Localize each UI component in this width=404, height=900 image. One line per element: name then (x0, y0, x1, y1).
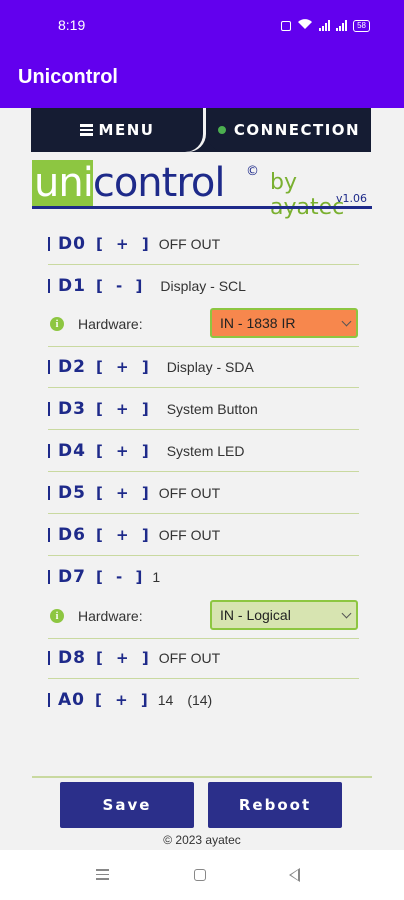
pin-row-d4[interactable]: D4 [ + ] System LED (48, 431, 359, 472)
pin-toggle[interactable]: [ + ] (95, 235, 153, 253)
hardware-select-d7[interactable]: IN - Logical (210, 600, 358, 630)
pin-toggle[interactable]: [ + ] (95, 400, 153, 418)
nfc-icon (281, 20, 292, 31)
pin-row-d6[interactable]: D6 [ + ] OFF OUT (48, 515, 359, 556)
chevron-down-icon (341, 608, 352, 619)
pin-label: 1 (152, 569, 161, 585)
unicontrol-logo: unicontrol © by ayatec v1.06 (32, 160, 372, 220)
pin-row-d1[interactable]: D1 [ - ] Display - SCL (48, 266, 359, 306)
save-button[interactable]: Save (60, 782, 194, 828)
pin-label: Display - SDA (166, 359, 254, 375)
status-bar: 8:19 58 (0, 0, 404, 48)
pin-row-d7[interactable]: D7 [ - ] 1 (48, 557, 359, 597)
pin-label: System Button (166, 401, 258, 417)
pin-toggle[interactable]: [ - ] (95, 568, 147, 586)
footer-divider (32, 776, 372, 778)
hardware-row-d7: i Hardware: IN - Logical (50, 600, 362, 632)
hardware-select-d1[interactable]: IN - 1838 IR (210, 308, 358, 338)
pin-row-d5[interactable]: D5 [ + ] OFF OUT (48, 473, 359, 514)
battery-icon: 58 (353, 19, 370, 32)
logo-underline (32, 206, 372, 209)
signal-icon-2 (336, 20, 348, 31)
app-bar: Unicontrol (0, 48, 404, 108)
pin-name: D3 (58, 399, 86, 419)
connection-label: CONNECTION (233, 121, 361, 139)
pin-name: D6 (58, 525, 86, 545)
home-icon[interactable] (194, 869, 206, 881)
connection-button[interactable]: CONNECTION (207, 108, 371, 152)
pin-row-d3[interactable]: D3 [ + ] System Button (48, 389, 359, 430)
status-time: 8:19 (58, 17, 86, 33)
info-icon: i (50, 609, 64, 623)
pin-row-d2[interactable]: D2 [ + ] Display - SDA (48, 347, 359, 388)
pin-name: D1 (58, 276, 86, 296)
pin-toggle[interactable]: [ + ] (95, 526, 153, 544)
pin-label: OFF OUT (158, 485, 221, 501)
top-nav: MENU CONNECTION (31, 108, 371, 152)
signal-icon (319, 20, 331, 31)
pin-name: D5 (58, 483, 86, 503)
pin-toggle[interactable]: [ + ] (95, 484, 153, 502)
pin-label: 14 (157, 692, 174, 708)
pin-name: D4 (58, 441, 86, 461)
pin-label: OFF OUT (158, 236, 221, 252)
system-nav-bar (0, 850, 404, 900)
status-icons: 58 (281, 18, 370, 33)
pin-name: D2 (58, 357, 86, 377)
pin-label: OFF OUT (158, 650, 221, 666)
hardware-row-d1: i Hardware: IN - 1838 IR (50, 308, 362, 340)
wifi-icon (297, 18, 313, 33)
hardware-label: Hardware: (78, 608, 143, 624)
pin-label: Display - SCL (160, 278, 246, 294)
copyright-text: © 2023 ayatec (163, 833, 241, 847)
app-title: Unicontrol (18, 66, 118, 88)
menu-button[interactable]: MENU (31, 108, 203, 152)
pin-row-d0[interactable]: D0 [ + ] OFF OUT (48, 224, 359, 265)
back-icon[interactable] (289, 868, 300, 882)
pin-name: D8 (58, 648, 86, 668)
pin-toggle[interactable]: [ + ] (95, 358, 153, 376)
logo-version: v1.06 (336, 192, 368, 205)
pin-name: D7 (58, 567, 86, 587)
logo-wordmark: unicontrol (32, 160, 225, 206)
recent-apps-icon[interactable] (96, 869, 109, 880)
pin-label: System LED (166, 443, 245, 459)
reboot-button[interactable]: Reboot (208, 782, 342, 828)
info-icon: i (50, 317, 64, 331)
hardware-label: Hardware: (78, 316, 143, 332)
main-page: MENU CONNECTION unicontrol © by ayatec v… (28, 108, 376, 850)
pin-label: OFF OUT (158, 527, 221, 543)
menu-label: MENU (98, 121, 155, 139)
hamburger-icon (79, 124, 93, 136)
chevron-down-icon (341, 316, 352, 327)
pin-name: A0 (58, 690, 85, 710)
pin-toggle[interactable]: [ + ] (95, 442, 153, 460)
pin-row-d8[interactable]: D8 [ + ] OFF OUT (48, 638, 359, 679)
pin-toggle[interactable]: [ - ] (95, 277, 147, 295)
pin-toggle[interactable]: [ + ] (95, 691, 152, 709)
pin-name: D0 (58, 234, 86, 254)
pin-extra: (14) (187, 692, 213, 708)
connection-status-dot-icon (217, 126, 226, 134)
logo-copyright-mark: © (246, 164, 259, 179)
pin-row-a0[interactable]: A0 [ + ] 14 (14) (48, 680, 359, 720)
pin-toggle[interactable]: [ + ] (95, 649, 153, 667)
